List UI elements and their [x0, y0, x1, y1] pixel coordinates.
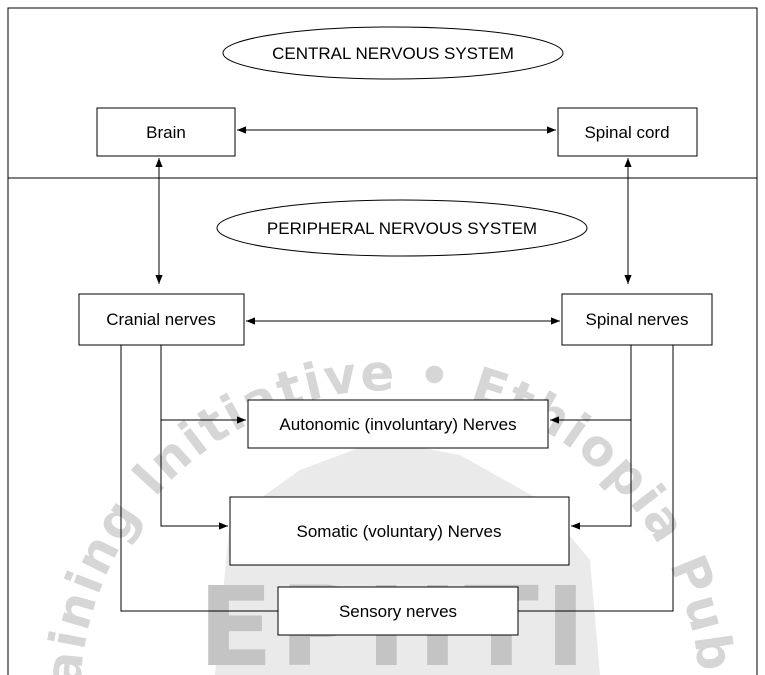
- cranial-nerves-box: [78, 293, 245, 346]
- somatic-nerves-box: [229, 496, 570, 566]
- sensory-nerves-label: Sensory nerves: [339, 602, 457, 621]
- spinal-cord-box: [557, 107, 698, 157]
- cns-title: CENTRAL NERVOUS SYSTEM: [272, 44, 514, 63]
- cranial-nerves-label: Cranial nerves: [106, 310, 216, 329]
- brain-box: [96, 107, 236, 157]
- cns-title-ellipse: [222, 26, 564, 80]
- brain-label: Brain: [146, 123, 186, 142]
- spinal-sensory-connector: [518, 345, 674, 612]
- spinal-to-somatic-connector: [571, 420, 632, 530]
- cranial-to-somatic-connector: [160, 420, 228, 530]
- autonomic-nerves-box: [247, 399, 549, 449]
- spinal-nerves-label: Spinal nerves: [585, 310, 688, 329]
- cranial-sensory-connector: [120, 345, 278, 612]
- autonomic-nerves-label: Autonomic (involuntary) Nerves: [279, 415, 516, 434]
- spinal-cord-label: Spinal cord: [584, 123, 669, 142]
- spinal-nerves-box: [561, 293, 713, 346]
- sensory-nerves-box: [277, 586, 519, 636]
- pns-title: PERIPHERAL NERVOUS SYSTEM: [267, 219, 537, 238]
- pns-title-ellipse: [216, 199, 588, 257]
- somatic-nerves-label: Somatic (voluntary) Nerves: [296, 522, 501, 541]
- diagram-frame: [7, 7, 758, 675]
